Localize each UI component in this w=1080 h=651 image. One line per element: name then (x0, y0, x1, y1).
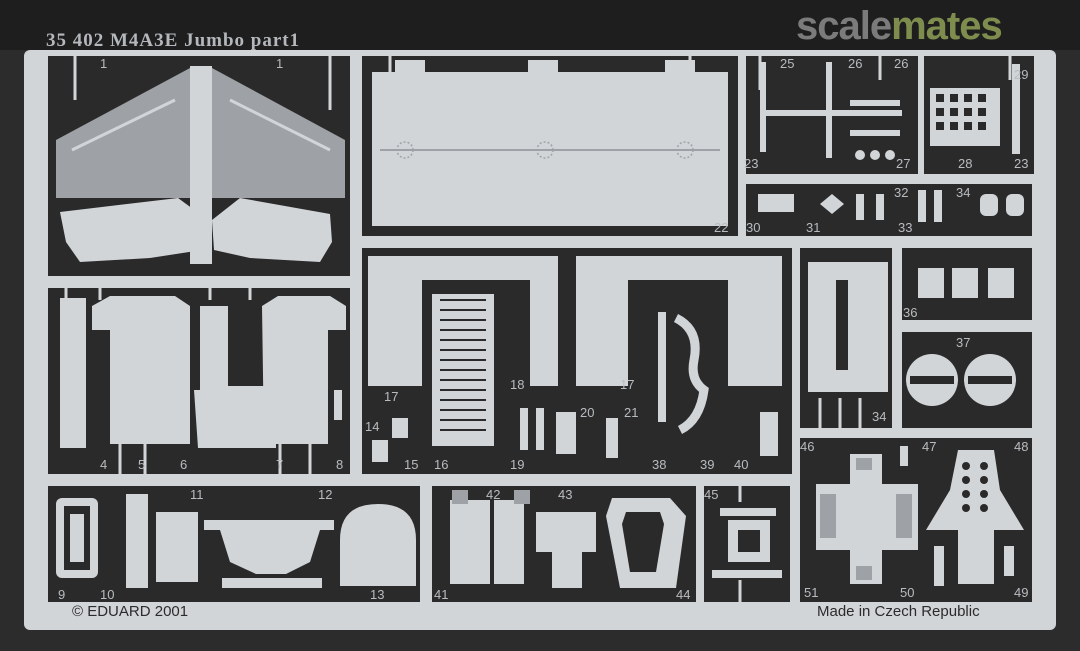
part-number: 29 (1014, 67, 1029, 82)
copyright-text: © EDUARD 2001 (72, 603, 189, 620)
bolt (536, 141, 554, 159)
part-number: 21 (624, 405, 639, 420)
parts-14-15-19-21 (372, 408, 618, 462)
part-number: 27 (896, 156, 911, 171)
part-1-left-panel (56, 68, 192, 198)
part-number: 26 (894, 56, 909, 71)
part-1-right-panel (212, 68, 345, 198)
part-number: 28 (958, 156, 973, 171)
part-44-cutout (622, 512, 664, 572)
part-number: 43 (558, 487, 573, 502)
part-number: 36 (903, 305, 918, 320)
part-number: 3 (250, 261, 258, 276)
sheet-title: 35 402 M4A3E Jumbo part1 (46, 30, 301, 51)
part-number: 1 (100, 56, 108, 71)
part-number: 15 (404, 457, 419, 472)
part-number: 4 (100, 457, 108, 472)
part-number: 31 (806, 220, 821, 235)
scalemates-watermark: scalemates (796, 4, 1003, 49)
part-9-window (70, 514, 84, 562)
part-number: 20 (580, 405, 595, 420)
parts-41-44 (450, 498, 686, 588)
watermark-part2: mates (891, 4, 1003, 48)
part-36-slot (968, 376, 1012, 384)
part-number: 41 (434, 587, 449, 602)
part-number: 44 (676, 587, 691, 602)
weld-line-right (229, 98, 331, 152)
part-number: 13 (370, 587, 385, 602)
bolt (676, 141, 694, 159)
parts-30-34 (758, 190, 1024, 222)
part-number: 26 (848, 56, 863, 71)
part-number: 47 (922, 439, 937, 454)
part-number: 7 (276, 457, 284, 472)
part-number: 1 (276, 56, 284, 71)
part-number: 11 (190, 487, 204, 502)
bolt (396, 141, 414, 159)
part-number: 10 (100, 587, 115, 602)
parts-46-51 (816, 446, 1024, 586)
part-number: 18 (510, 377, 525, 392)
part-22-hull-plate (372, 60, 728, 226)
part-number: 8 (336, 457, 344, 472)
part-42-etched (452, 490, 530, 504)
part-number: 2 (140, 261, 148, 276)
header-band (0, 0, 1080, 50)
panel-joint (190, 66, 212, 264)
part-number: 14 (365, 419, 380, 434)
part-number: 12 (318, 487, 333, 502)
part-number: 9 (58, 587, 66, 602)
part-16-coil (440, 299, 486, 431)
part-number: 39 (700, 457, 715, 472)
part-number: 40 (734, 457, 749, 472)
part-number: 50 (900, 585, 915, 600)
part-number: 38 (652, 457, 667, 472)
part-number: 34 (956, 185, 971, 200)
weld-line-left (71, 98, 176, 152)
part-number: 34 (872, 409, 887, 424)
part-50-etched (820, 458, 912, 580)
origin-text: Made in Czech Republic (817, 603, 980, 620)
part-number: 16 (434, 457, 449, 472)
parts-38-40 (658, 312, 778, 456)
part-number: 22 (714, 220, 729, 235)
part-28-mesh (936, 94, 986, 130)
part-number: 42 (486, 487, 501, 502)
parts-4-8 (60, 296, 346, 448)
part-number: 48 (1014, 439, 1029, 454)
part-number: 6 (180, 457, 188, 472)
part-number: 51 (804, 585, 819, 600)
part-number: 45 (704, 487, 719, 502)
part-47-holes (962, 462, 988, 512)
part-number: 37 (956, 335, 971, 350)
part-number: 30 (746, 220, 761, 235)
part-36-slot (910, 376, 954, 384)
part-number: 25 (780, 56, 795, 71)
part-2-plate (60, 198, 208, 262)
part-number: 17 (384, 389, 399, 404)
watermark-part1: scale (796, 4, 892, 48)
part-number: 17 (620, 377, 635, 392)
part-number: 23 (744, 156, 759, 171)
part-number: 5 (138, 457, 146, 472)
part-number: 49 (1014, 585, 1029, 600)
part-number: 46 (800, 439, 815, 454)
part-number: 19 (510, 457, 525, 472)
part-number: 32 (894, 185, 909, 200)
part-45-hole (738, 530, 760, 552)
part-number: 33 (898, 220, 913, 235)
part-3-plate (212, 198, 332, 262)
part-number: 23 (1014, 156, 1029, 171)
part-34-detail (836, 280, 848, 370)
